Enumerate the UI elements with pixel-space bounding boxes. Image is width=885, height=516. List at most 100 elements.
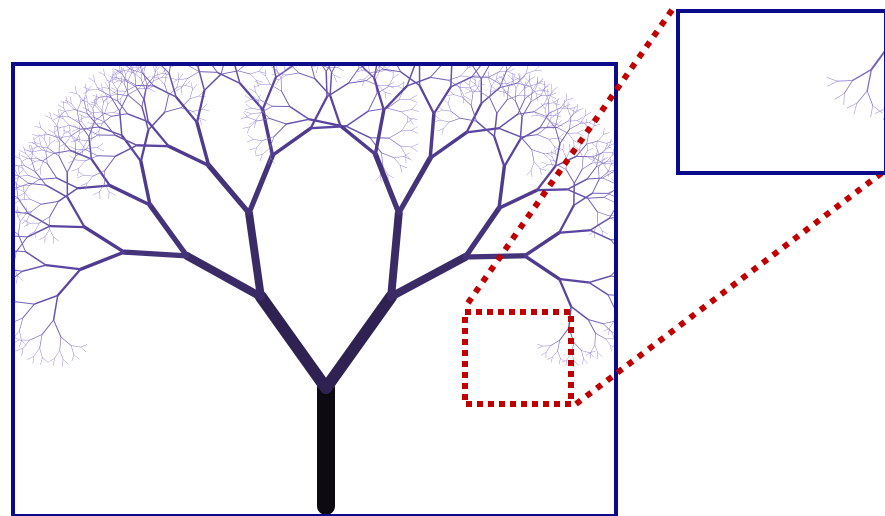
- tree-twig: [3, 195, 10, 197]
- tree-twig: [544, 91, 549, 101]
- tree-twig: [537, 345, 543, 349]
- tree-twig: [85, 83, 87, 92]
- tree-twig: [576, 103, 579, 111]
- tree-twig: [515, 88, 517, 102]
- tree-twig: [355, 25, 364, 28]
- tree-twig: [96, 147, 105, 152]
- tree-twig: [58, 109, 66, 112]
- tree-twig: [77, 139, 88, 141]
- tree-twig: [618, 181, 623, 188]
- tree-twig: [563, 104, 571, 108]
- tree-branch: [289, 105, 310, 121]
- tree-twig: [388, 137, 402, 147]
- tree-branch: [56, 268, 82, 297]
- tree-twig: [154, 66, 160, 73]
- tree-twig: [377, 18, 384, 25]
- tree-twig: [88, 124, 95, 129]
- tree-twig: [379, 175, 382, 183]
- tree-twig: [234, 28, 238, 41]
- tree-twig: [38, 133, 48, 137]
- tree-twig: [89, 103, 96, 106]
- tree-twig: [31, 159, 36, 172]
- tree-twig: [620, 333, 626, 334]
- tree-twig: [610, 178, 614, 182]
- tree-branch: [558, 277, 573, 308]
- tree-twig: [92, 100, 97, 109]
- tree-twig: [401, 130, 412, 132]
- tree-twig: [579, 122, 590, 124]
- tree-branch: [573, 182, 576, 207]
- tree-twig: [621, 275, 622, 282]
- tree-twig: [597, 134, 604, 142]
- tree-twig: [506, 94, 519, 101]
- tree-twig: [628, 239, 639, 245]
- tree-twig: [15, 180, 17, 184]
- tree-twig: [311, 51, 314, 63]
- tree-twig: [410, 146, 418, 152]
- tree-twig: [391, 36, 403, 40]
- tree-twig: [352, 41, 357, 46]
- tree-twig: [59, 350, 64, 360]
- tree-twig: [27, 151, 34, 157]
- tree-twig: [579, 143, 581, 151]
- tree-twig: [43, 153, 55, 161]
- tree-twig: [0, 291, 7, 294]
- tree-twig: [518, 48, 523, 53]
- tree-twig: [19, 317, 24, 332]
- tree-twig: [644, 252, 650, 254]
- tree-branch: [121, 249, 190, 259]
- tree-twig: [140, 48, 144, 53]
- tree-twig: [375, 175, 381, 181]
- tree-twig: [625, 315, 629, 323]
- tree-twig: [4, 332, 5, 340]
- tree-twig: [61, 359, 64, 367]
- tree-branch: [871, 0, 885, 2]
- tree-branch: [161, 66, 170, 74]
- tree-twig: [596, 161, 608, 168]
- tree-twig: [634, 289, 642, 290]
- tree-twig: [439, 46, 448, 48]
- tree-twig: [605, 143, 611, 149]
- tree-twig: [369, 54, 373, 62]
- tree-branch: [260, 107, 275, 158]
- tree-twig: [525, 70, 536, 74]
- tree-twig: [344, 31, 345, 38]
- tree-twig: [34, 125, 42, 129]
- tree-twig: [525, 77, 530, 83]
- tree-twig: [123, 67, 126, 75]
- tree-twig: [427, 22, 429, 28]
- tree-branch: [147, 202, 190, 259]
- tree-twig: [455, 27, 459, 35]
- tree-twig: [114, 71, 118, 79]
- tree-twig: [634, 283, 638, 290]
- tree-twig: [176, 85, 186, 88]
- zoom-inset-tree: [826, 0, 885, 120]
- tree-twig: [87, 103, 89, 111]
- tree-twig: [603, 132, 610, 135]
- tree-twig: [0, 294, 1, 299]
- tree-twig: [134, 67, 139, 76]
- tree-twig: [479, 91, 491, 99]
- tree-twig: [516, 73, 527, 84]
- tree-twig: [567, 113, 574, 122]
- tree-twig: [251, 107, 261, 111]
- tree-twig: [377, 43, 382, 51]
- tree-twig: [362, 11, 364, 18]
- tree-twig: [257, 12, 260, 22]
- tree-twig: [642, 289, 648, 291]
- tree-twig: [39, 121, 42, 129]
- tree-twig: [88, 77, 95, 82]
- tree-twig: [645, 205, 651, 208]
- tree-twig: [411, 109, 420, 112]
- tree-twig: [287, 47, 293, 50]
- tree-twig: [223, 36, 225, 45]
- tree-twig: [412, 38, 417, 42]
- tree-twig: [180, 87, 183, 96]
- zoom-connector-lower: [574, 169, 885, 407]
- tree-twig: [55, 135, 63, 138]
- tree-twig: [254, 84, 256, 93]
- tree-twig: [49, 228, 54, 238]
- tree-twig: [506, 50, 510, 58]
- tree-twig: [250, 147, 257, 151]
- tree-twig: [478, 83, 485, 87]
